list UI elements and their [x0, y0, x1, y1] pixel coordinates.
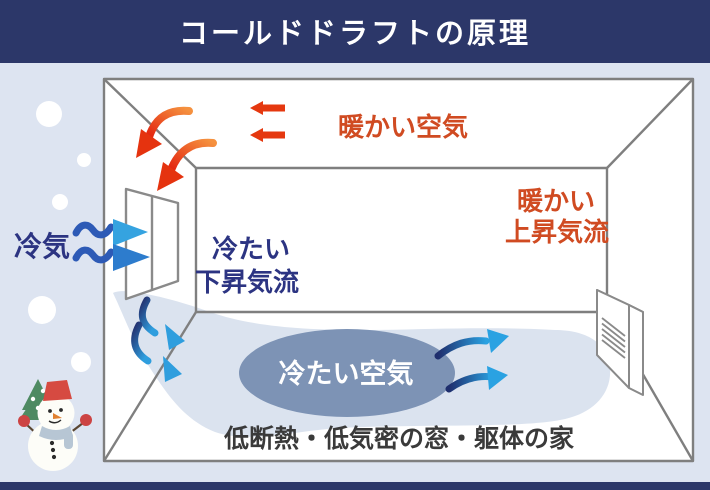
warm-updraft-label-line1: 暖かい [517, 187, 595, 217]
cold-downdraft-label-line1: 冷たい [212, 234, 290, 265]
warm-air-corner-arrows [136, 106, 217, 191]
cold-air-inflow-arrows [72, 219, 150, 271]
snowman [18, 379, 92, 471]
title-banner [0, 0, 710, 63]
cold-air-outside-label: 冷気 [14, 230, 70, 263]
page-title: コールドドラフトの原理 [179, 16, 531, 50]
bottom-strip [0, 482, 710, 490]
snow-dots [28, 101, 91, 372]
radiator-vents [601, 317, 626, 359]
warm-air-arrows [250, 101, 285, 142]
carrot-nose [53, 413, 62, 419]
cold-downdraft-arrows [131, 296, 185, 382]
cold-air-flow-right-arrows [434, 329, 509, 393]
warm-air-label: 暖かい空気 [338, 112, 468, 143]
cold-air-pool-label: 冷たい空気 [279, 358, 414, 390]
caption-label: 低断熱・低気密の窓・躯体の家 [223, 424, 574, 453]
snowman-hat [43, 380, 72, 401]
mitten-right [80, 414, 92, 426]
room-outline [102, 77, 695, 463]
snowman-head [37, 394, 75, 432]
mitten-left [18, 415, 30, 427]
cold-downdraft-label-line2: 下昇気流 [195, 267, 299, 298]
window [124, 187, 180, 301]
warm-updraft-label-line2: 上昇気流 [505, 217, 609, 248]
cold-air-ellipse [239, 329, 455, 417]
radiator [596, 289, 644, 396]
